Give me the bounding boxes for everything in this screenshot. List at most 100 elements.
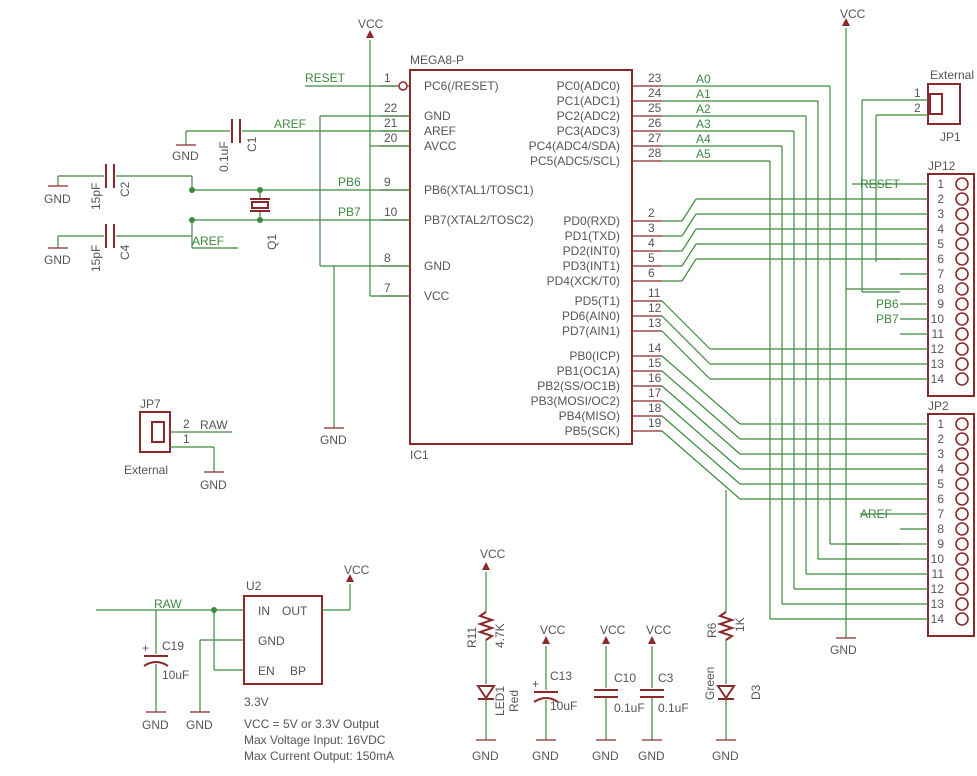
c3-gnd: GND: [638, 749, 665, 763]
jp12-pins-num-8: 8: [937, 282, 944, 296]
jp7-pin-1: 1: [183, 432, 190, 446]
jp12-pins-pad-12: [955, 342, 969, 356]
jp12-pb7: PB7: [876, 312, 899, 326]
ic1-pin-num-15: 15: [648, 356, 662, 370]
jp2-pins-num-12: 12: [931, 582, 945, 596]
ic1-pin-name-23: PC0(ADC0): [557, 79, 620, 93]
gnd-right: GND: [830, 643, 857, 657]
wire: [661, 315, 711, 365]
notes: VCC = 5V or 3.3V Output Max Voltage Inpu…: [244, 717, 394, 763]
u2-gnd-net: GND: [186, 718, 213, 732]
jp2-pins-pad-11: [955, 567, 969, 581]
jp12-pins-num-10: 10: [931, 312, 945, 326]
r6-value: 1K: [733, 617, 747, 632]
wire: [661, 415, 741, 485]
jp2-pins-pad-10: [955, 552, 969, 566]
ic1-pin-num-19: 19: [648, 416, 662, 430]
jp12-pins-num-6: 6: [937, 252, 944, 266]
jp12-pins-pad-10: [955, 312, 969, 326]
r6-ref: R6: [705, 622, 719, 638]
ic1-left-pins: 1PC6(/RESET)22GND21AREF20AVCC9PB6(XTAL1/…: [380, 71, 534, 303]
wire: [661, 300, 711, 350]
ic1-pin-name-28: PC5(ADC5/SCL): [530, 154, 620, 168]
aref-label-1: AREF: [274, 117, 306, 131]
ic1-net-A3: A3: [696, 117, 711, 131]
jp12-pins-num-12: 12: [931, 342, 945, 356]
jp12-pins-pad-7: [955, 267, 969, 281]
led1-ref: LED1: [493, 686, 507, 716]
jp2-pins-pad-5: [955, 477, 969, 491]
jp2-pins-pad-6: [955, 492, 969, 506]
c1-gnd: GND: [172, 149, 199, 163]
ic1-pin-num-16: 16: [648, 371, 662, 385]
ic1-pin-name-20: AVCC: [424, 139, 457, 153]
jp12-pins-pad-3: [955, 207, 969, 221]
d3-color: Green: [703, 667, 717, 700]
ic1-pin-num-10: 10: [384, 205, 398, 219]
ic1-pin-name-18: PB4(MISO): [559, 409, 620, 423]
jp2-pins-num-14: 14: [931, 612, 945, 626]
left-wiring: RESET VCC AREF GND PB6 PB7 AREF: [189, 17, 410, 447]
c10-vcc: VCC: [600, 623, 626, 637]
jp12-pins-pad-14: [955, 372, 969, 386]
ic1-pin-num-4: 4: [648, 236, 655, 250]
jp2-pins-num-1: 1: [937, 417, 944, 431]
jp2-pins-pad-1: [955, 417, 969, 431]
c10-ref: C10: [614, 671, 636, 685]
ic1-pin-name-21: AREF: [424, 124, 456, 138]
ic1-pin-name-22: GND: [424, 109, 451, 123]
ic1-pin-name-15: PB1(OC1A): [557, 364, 620, 378]
c1-value: 0.1uF: [217, 141, 231, 172]
ic1-body: [409, 69, 633, 445]
vcc-top-right: VCC GND: [830, 7, 866, 657]
led1-color: Red: [507, 690, 521, 712]
ic1-pin-name-8: GND: [424, 259, 451, 273]
jp2-pins-num-2: 2: [937, 432, 944, 446]
capacitor-c1: GND C1 0.1uF: [172, 119, 259, 172]
ic1-pin-name-17: PB3(MOSI/OC2): [531, 394, 620, 408]
ic1-pin-name-2: PD0(RXD): [563, 214, 620, 228]
jp7-raw: RAW: [200, 418, 228, 432]
led1-gnd: GND: [472, 749, 499, 763]
jp12-pins-pad-2: [955, 192, 969, 206]
jp12-pins-pad-9: [955, 297, 969, 311]
jp2-pins-num-3: 3: [937, 447, 944, 461]
crystal-q1: Q1: [250, 190, 279, 250]
ic1-net-A5: A5: [696, 147, 711, 161]
ic1-pin-num-7: 7: [384, 281, 391, 295]
capacitor-c4: GND C4 15pF: [44, 224, 192, 272]
u2-in: IN: [258, 604, 270, 618]
ic1-pin-num-12: 12: [648, 301, 662, 315]
wire: [661, 355, 741, 425]
c13-value: 10uF: [550, 699, 577, 713]
ic1-pin-num-27: 27: [648, 131, 662, 145]
capacitor-c19: + C19 10uF GND: [142, 610, 189, 732]
jp2-pins-pad-9: [955, 537, 969, 551]
jp2-pins-pad-3: [955, 447, 969, 461]
ic1-pin-name-25: PC2(ADC2): [557, 109, 620, 123]
ic1-name: MEGA8-P: [410, 53, 464, 67]
ic1-pin-name-7: VCC: [424, 289, 450, 303]
c13-gnd: GND: [532, 749, 559, 763]
jp7-ref: JP7: [140, 397, 161, 411]
c2-value: 15pF: [89, 183, 103, 210]
capacitor-c10: VCC C10 0.1uF GND: [592, 623, 645, 763]
gnd-ic1: GND: [320, 433, 347, 447]
ic1-pin-num-20: 20: [384, 131, 398, 145]
ic1-net-A4: A4: [696, 132, 711, 146]
jp7-label: External: [124, 463, 168, 477]
ic1-pin-num-28: 28: [648, 146, 662, 160]
d3-ref: D3: [749, 684, 763, 700]
ic1-pin-num-25: 25: [648, 101, 662, 115]
r11-led1: VCC R11 4.7K LED1 Red GND: [465, 547, 521, 763]
ic1-net-A2: A2: [696, 102, 711, 116]
ic1-pin-name-10: PB7(XTAL2/TOSC2): [424, 213, 534, 227]
ic1-pin-name-3: PD1(TXD): [565, 229, 620, 243]
jp2-pins-num-10: 10: [931, 552, 945, 566]
jp2-pins-pad-13: [955, 597, 969, 611]
r6-d3: R6 1K Green D3 GND: [703, 490, 763, 763]
c3-vcc: VCC: [646, 623, 672, 637]
jp2-pins-num-11: 11: [932, 567, 945, 581]
